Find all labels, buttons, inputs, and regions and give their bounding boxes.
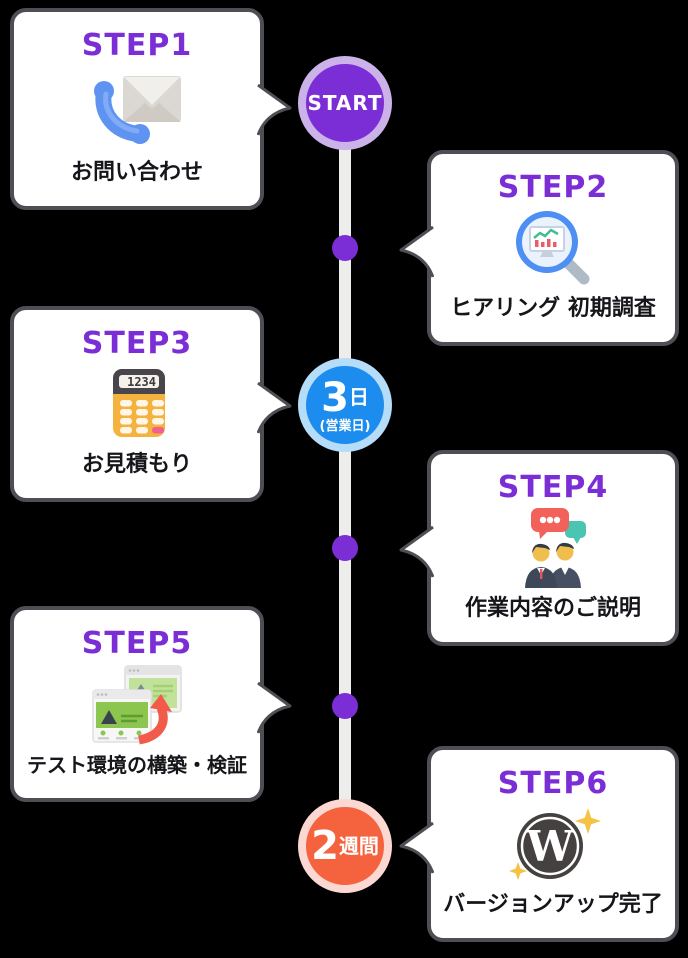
step-label: STEP4 (497, 470, 609, 505)
timeline-line (339, 100, 351, 848)
discussion-icon (503, 505, 603, 590)
magnifier-chart-icon (503, 205, 603, 290)
duration-qualifier: (営業日) (319, 418, 371, 434)
calculator-icon: 1234 (87, 361, 187, 446)
step-caption: お問い合わせ (70, 160, 203, 185)
step1-card: STEP1 お問い合わせ (10, 8, 292, 210)
speech-tail-left (399, 526, 434, 578)
speech-tail-right (257, 682, 292, 734)
step-caption: ヒアリング 初期調査 (450, 296, 656, 321)
step-caption: テスト環境の構築・検証 (27, 753, 247, 777)
step3-card: STEP3 1234 お見積もり (10, 306, 292, 502)
step5-card: STEP5 (10, 606, 292, 802)
speech-tail-right (257, 382, 292, 434)
step6-card: STEP6 W バージョンアップ完了 (399, 746, 679, 942)
site-migration-icon (87, 661, 187, 749)
step-label: STEP1 (81, 28, 193, 63)
step-caption: バージョンアップ完了 (443, 892, 663, 917)
step-label: STEP2 (497, 170, 609, 205)
step-label: STEP3 (81, 326, 193, 361)
speech-tail-left (399, 226, 434, 278)
start-marker: START (298, 56, 392, 150)
speech-tail-right (257, 84, 292, 136)
sparkle-icon (575, 807, 601, 834)
duration-unit: 週間 (338, 833, 379, 858)
step4-card: STEP4 作業 (399, 450, 679, 646)
speech-tail-left (399, 822, 434, 874)
timeline-dot-1 (332, 235, 358, 261)
start-label: START (307, 90, 383, 115)
wordpress-icon: W (503, 801, 603, 886)
step2-card: STEP2 ヒアリング 初期調査 (399, 150, 679, 346)
step-caption: お見積もり (81, 452, 192, 477)
duration-number: 3 (321, 374, 349, 421)
phone-mail-icon (87, 63, 187, 154)
step-label: STEP5 (81, 626, 193, 661)
svg-text:W: W (525, 822, 574, 871)
step-caption: 作業内容のご説明 (464, 596, 641, 621)
duration-unit: 日 (348, 385, 369, 410)
duration-number: 2 (311, 823, 339, 869)
sparkle-icon (509, 861, 527, 880)
step-label: STEP6 (497, 766, 609, 801)
timeline-dot-3 (332, 693, 358, 719)
svg-text:1234: 1234 (127, 375, 156, 389)
timeline-dot-2 (332, 535, 358, 561)
